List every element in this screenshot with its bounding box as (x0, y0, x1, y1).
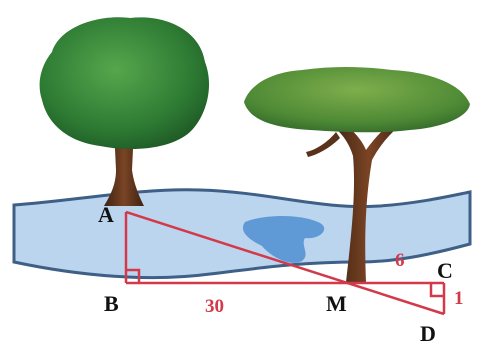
river-shadow (242, 216, 325, 263)
right-angle-C (429, 283, 444, 298)
left-tree-trunk (104, 128, 144, 206)
label-D: D (420, 321, 436, 346)
label-B: B (104, 291, 119, 316)
label-M: M (326, 291, 347, 316)
label-C: C (437, 258, 453, 283)
segment-AD (125, 210, 445, 316)
measure-CD: 1 (454, 288, 464, 309)
label-A: A (98, 202, 114, 227)
right-angle-B (126, 268, 141, 283)
measure-MC: 6 (395, 250, 405, 271)
construction-lines (124, 210, 446, 316)
right-tree-foliage (244, 67, 470, 133)
right-tree-branch (306, 132, 340, 157)
measure-BM: 30 (205, 296, 224, 317)
left-tree-foliage (39, 17, 210, 150)
right-tree-trunk (330, 114, 408, 282)
